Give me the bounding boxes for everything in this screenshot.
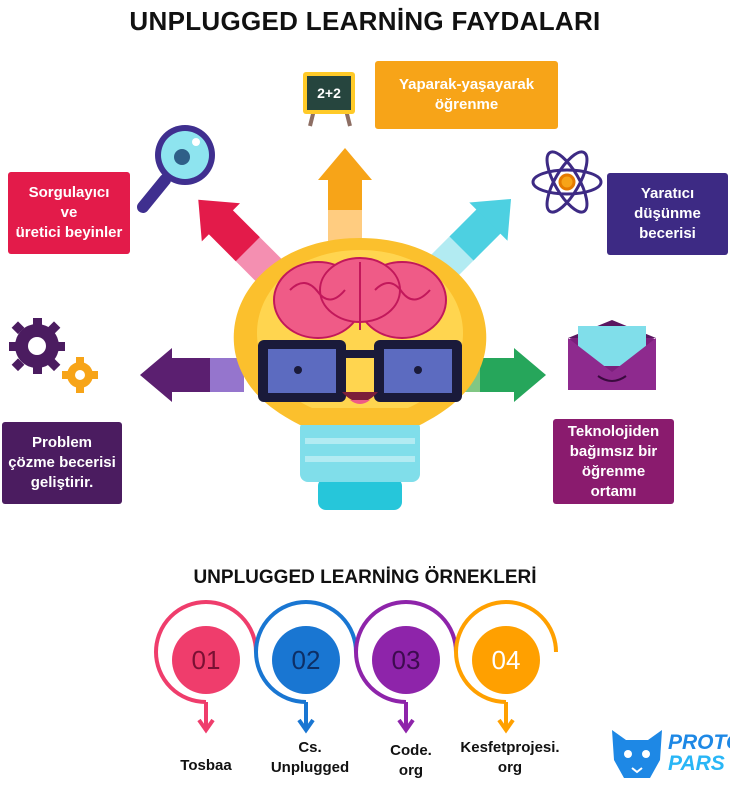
example-4-label: Kesfetprojesi. org xyxy=(460,739,560,776)
benefit-questioning-minds: Sorgulayıcı ve üretici beyinler xyxy=(8,172,130,254)
example-2-number: 02 xyxy=(291,645,321,675)
benefit-creative-thinking: Yaratıcı düşünme becerisi xyxy=(607,173,728,255)
example-1-ring xyxy=(154,600,258,734)
main-title: UNPLUGGED LEARNİNG FAYDALARI xyxy=(129,6,601,36)
envelope-icon xyxy=(568,320,656,390)
protopars-logo-icon xyxy=(612,730,662,778)
logo-line-2: PARS xyxy=(668,752,725,775)
chalkboard-icon: 2+2 xyxy=(303,72,355,127)
board-text: 2+2 xyxy=(317,85,341,101)
benefit-tech-independent: Teknolojiden bağımsız bir öğrenme ortamı xyxy=(553,419,674,504)
example-3-ring xyxy=(354,600,458,734)
benefit-learning-by-doing: Yaparak-yaşayarak öğrenme xyxy=(375,61,558,129)
example-1-number: 01 xyxy=(191,645,221,675)
arrow-left xyxy=(140,348,244,402)
example-3-number: 03 xyxy=(391,645,421,675)
gears-icon xyxy=(9,318,98,393)
glasses-icon xyxy=(258,340,462,402)
protopars-logo-text: PROTO PARS xyxy=(668,732,730,774)
logo-line-1: PROTO xyxy=(668,731,730,754)
examples-title: UNPLUGGED LEARNİNG ÖRNEKLERİ xyxy=(193,567,537,588)
example-2-ring xyxy=(254,600,358,734)
lightbulb-icon xyxy=(233,238,487,510)
atom-icon xyxy=(531,150,603,214)
arrow-up xyxy=(318,148,372,250)
example-3-label: Code. org xyxy=(390,742,432,779)
benefit-problem-solving: Problem çözme becerisi geliştirir. xyxy=(2,422,122,504)
example-1-label: Tosbaa xyxy=(180,757,232,774)
brain-icon xyxy=(273,257,447,339)
examples-diagram xyxy=(154,600,558,734)
example-4-number: 04 xyxy=(491,645,521,675)
magnifier-icon xyxy=(137,125,215,213)
example-2-label: Cs. Unplugged xyxy=(270,739,350,776)
example-4-ring xyxy=(454,600,558,734)
